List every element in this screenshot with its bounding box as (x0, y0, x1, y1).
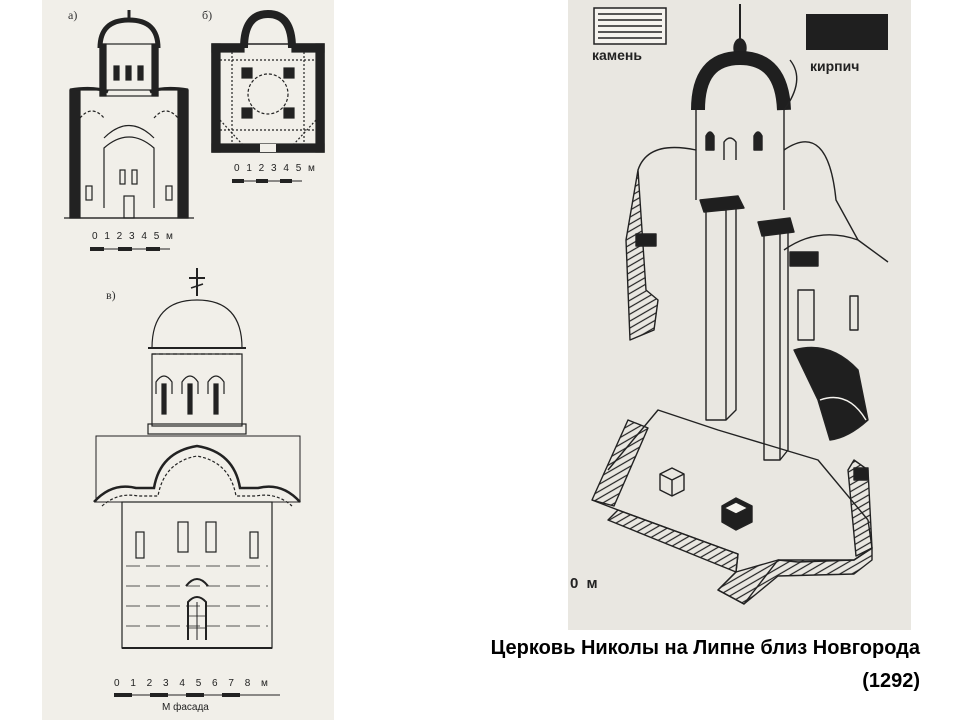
figure-a-scale: 0 1 2 3 4 5 м (92, 231, 175, 242)
figure-b-scale: 0 1 2 3 4 5 м (234, 163, 317, 174)
figure-b-label: б) (202, 8, 213, 22)
caption: Церковь Николы на Липне близ Новгорода (… (491, 632, 920, 698)
figure-a-label: а) (68, 8, 78, 22)
figure-b-scale-bar (232, 179, 302, 183)
axonometric-drawing (591, 4, 889, 605)
figure-v-scale-bar (114, 693, 280, 697)
plan-drawing (211, 9, 325, 153)
axon-scale-fragment: 0 м (570, 575, 600, 592)
section-drawing (64, 10, 194, 219)
axonometric-panel: камень кирпич (568, 0, 911, 630)
stone-swatch (593, 7, 667, 45)
figure-a-scale-bar (90, 247, 170, 251)
brick-swatch (806, 14, 888, 50)
legend-stone-label: камень (592, 47, 642, 63)
caption-title: Церковь Николы на Липне близ Новгорода (490, 637, 920, 659)
figure-v-scale: 0 1 2 3 4 5 6 7 8 м (114, 678, 272, 689)
legend-brick-label: кирпич (810, 58, 860, 74)
facade-drawing (93, 268, 301, 649)
left-drawings-panel: а) (42, 0, 334, 720)
figure-v-scale-caption: М фасада (162, 702, 209, 713)
caption-date: (1292) (862, 670, 920, 692)
figure-v-label: в) (106, 288, 116, 302)
